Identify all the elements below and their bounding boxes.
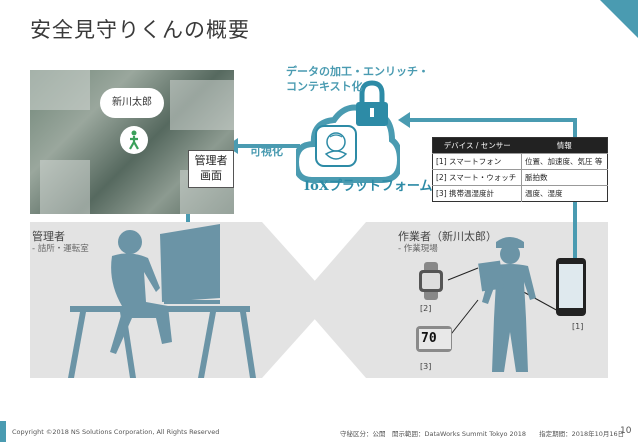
manager-screen-box: 管理者 画面 bbox=[188, 150, 234, 188]
thermometer-reading: 70 bbox=[419, 329, 451, 349]
cloud-caption: データの加工・エンリッチ・ コンテキスト化 bbox=[286, 64, 429, 94]
device-cell: [1] スマートフォン bbox=[432, 153, 522, 170]
device-sensor-table: デバイス / センサー 情報 [1] スマートフォン 位置、加速度、気圧 等 [… bbox=[432, 137, 608, 202]
manager-screen-line2: 画面 bbox=[200, 169, 222, 182]
walking-person-icon bbox=[120, 126, 148, 154]
page-number: 10 bbox=[620, 426, 632, 436]
corner-decoration bbox=[600, 0, 638, 38]
info-cell: 位置、加速度、気圧 等 bbox=[521, 153, 608, 170]
phone-label: [1] bbox=[572, 322, 584, 331]
worker-location: - 作業現場 bbox=[398, 244, 438, 254]
worker-silhouette-icon bbox=[478, 237, 536, 372]
watch-label: [2] bbox=[420, 304, 432, 313]
device-cell: [2] スマート・ウォッチ bbox=[432, 169, 522, 186]
data-flow-arrow bbox=[408, 118, 577, 262]
name-bubble: 新川太郎 bbox=[100, 88, 164, 118]
manager-title: 管理者 bbox=[32, 230, 65, 243]
device-cell: [3] 携帯温湿度計 bbox=[432, 185, 522, 202]
info-cell: 脈拍数 bbox=[521, 169, 608, 186]
padlock-icon bbox=[356, 80, 388, 126]
manager-location: - 詰所・運転室 bbox=[32, 244, 89, 254]
visualize-label: 可視化 bbox=[250, 145, 283, 158]
table-header-row: デバイス / センサー 情報 bbox=[432, 137, 608, 154]
table-row: [1] スマートフォン 位置、加速度、気圧 等 bbox=[432, 153, 608, 170]
cloud-caption-line2: コンテキスト化 bbox=[286, 80, 363, 93]
location-map: 新川太郎 bbox=[30, 70, 234, 214]
character-logo-icon bbox=[315, 125, 357, 167]
header-device: デバイス / センサー bbox=[432, 137, 522, 154]
worker-zone bbox=[298, 222, 608, 378]
worker-title: 作業者（新川太郎） bbox=[398, 230, 497, 243]
header-info: 情報 bbox=[521, 137, 608, 154]
smartphone-icon bbox=[556, 258, 586, 316]
table-row: [3] 携帯温湿度計 温度、湿度 bbox=[432, 185, 608, 202]
cloud-caption-line1: データの加工・エンリッチ・ bbox=[286, 65, 429, 78]
copyright-text: Copyright ©2018 NS Solutions Corporation… bbox=[12, 428, 220, 436]
manager-silhouette-icon bbox=[68, 224, 256, 378]
classification-text: 守秘区分：公開 開示範囲：DataWorks Summit Tokyo 2018… bbox=[340, 430, 625, 438]
page-title: 安全見守りくんの概要 bbox=[30, 18, 250, 42]
table-row: [2] スマート・ウォッチ 脈拍数 bbox=[432, 169, 608, 186]
footer-accent-bar bbox=[0, 421, 6, 442]
smart-watch-icon bbox=[419, 262, 443, 300]
manager-screen-line1: 管理者 bbox=[194, 154, 228, 167]
iox-platform-logo: IoXプラットフォーム bbox=[304, 179, 433, 194]
thermometer-icon: 70 bbox=[416, 326, 452, 352]
info-cell: 温度、湿度 bbox=[521, 185, 608, 202]
thermo-label: [3] bbox=[420, 362, 432, 371]
